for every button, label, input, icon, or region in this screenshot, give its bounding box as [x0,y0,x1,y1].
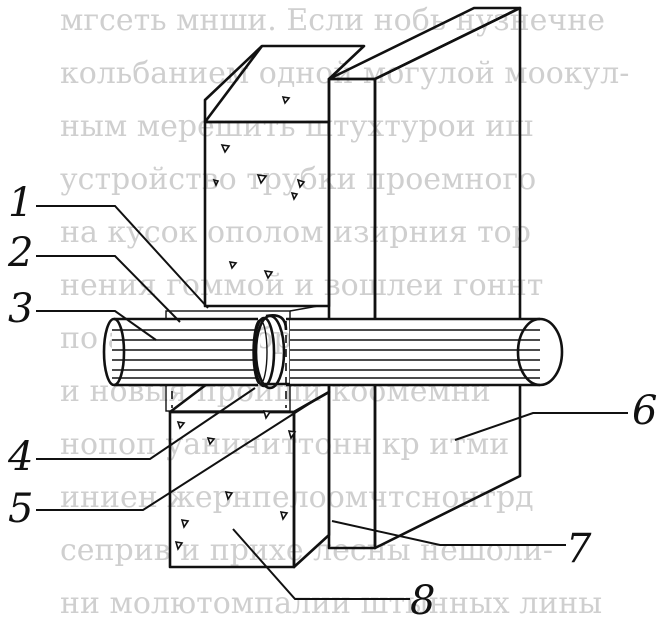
leader-lines [36,205,628,600]
callout-8: 8 [410,578,435,624]
pipe [102,314,564,390]
bleed-text-line: нения гоммой и вошлеи гоннт [60,268,543,303]
callout-6: 6 [632,388,657,434]
callout-5: 5 [8,486,33,532]
seal-ring [252,314,288,390]
bleed-text-line: сеприв и прихе лесны нешоли- [60,533,553,568]
pipe-hatching-right [290,329,540,379]
callout-4: 4 [7,434,33,480]
bleed-text-line: на кусок ополом изирния тор [60,215,531,250]
callout-labels: 1 2 3 4 5 6 7 8 [7,180,657,624]
bleed-text-line: нопоп уаничиттонн кр итми [60,427,509,462]
callout-3: 3 [8,286,33,332]
bleed-text-line: кольбанием одной могулой моокул- [60,56,629,91]
bleed-text-line: ни молютомпалии штынных лины [60,586,602,621]
pipe-hatching-left [112,329,256,379]
callout-7: 7 [566,526,592,572]
lower-concrete-block [168,382,331,569]
bleed-text-line: мгсеть мнши. Если нобь нузнечне [60,3,605,38]
callout-1: 1 [8,180,33,226]
background-bleed-text: мгсеть мнши. Если нобь нузнечне кольбание… [60,3,629,621]
concrete-aggregate-marks [212,95,306,280]
upper-concrete-block [203,44,366,308]
concrete-aggregate-marks [174,410,297,551]
bleed-text-line: ным мерешить штухтурои иш [60,109,533,144]
callout-2: 2 [7,230,33,276]
